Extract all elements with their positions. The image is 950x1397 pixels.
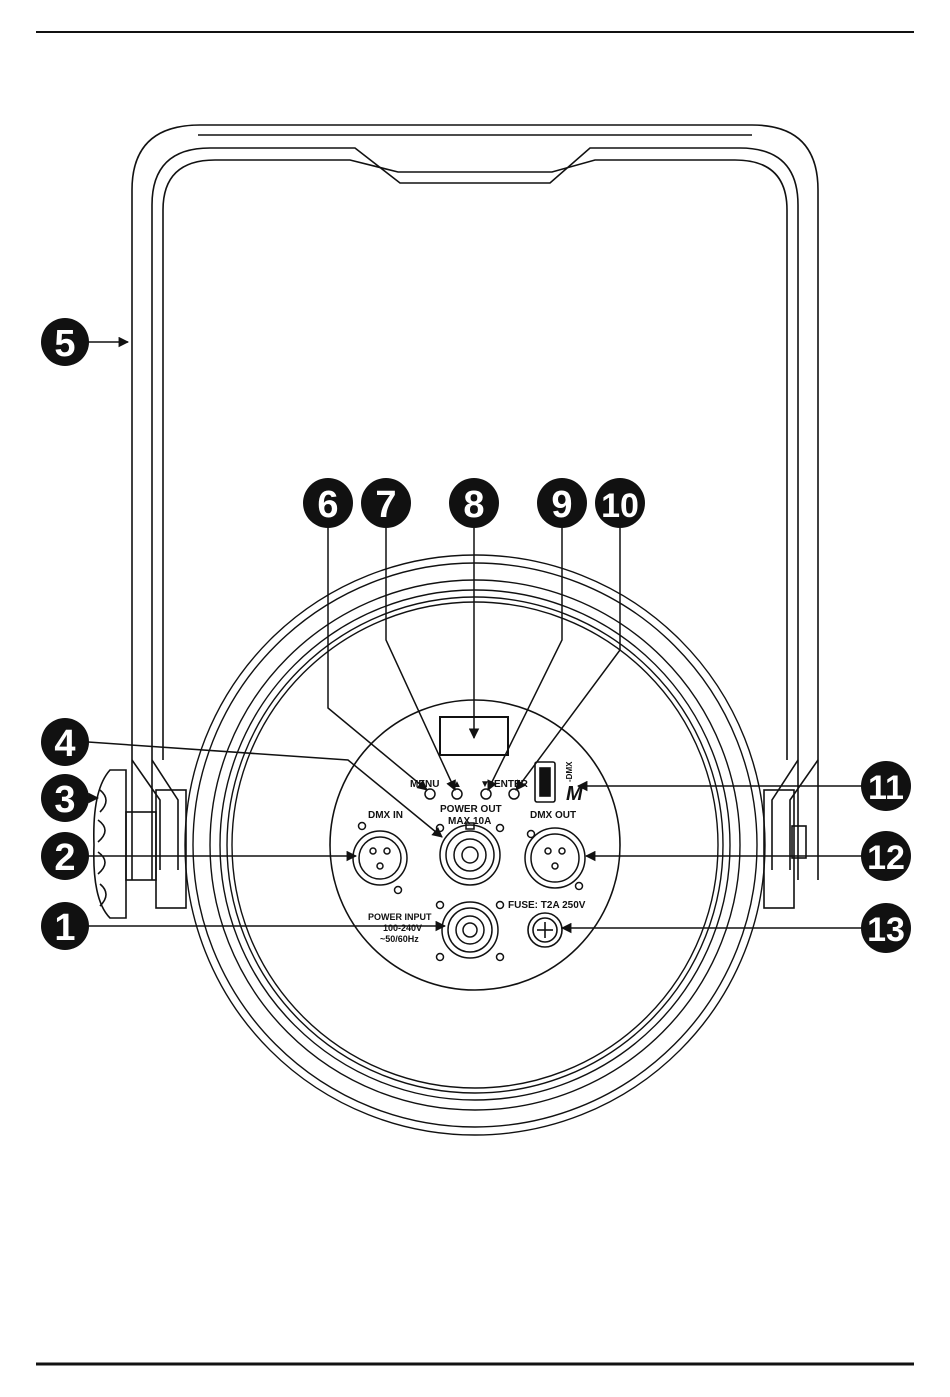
callout-6: 6 [303,478,353,528]
usb-port[interactable] [535,762,555,802]
housing [185,555,765,1135]
fuse-holder[interactable] [528,913,562,947]
callout-13: 13 [861,903,911,953]
label-fuse: FUSE: T2A 250V [508,900,586,911]
locking-knob [94,770,156,918]
callout-12: 12 [861,831,911,881]
dmx-in-connector[interactable] [353,823,407,894]
label-power-input-voltage: 100-240V [383,923,422,933]
svg-text:10: 10 [601,487,639,525]
dmx-out-connector[interactable] [525,828,585,890]
label-power-out-max: MAX 10A [448,816,491,827]
callout-1: 1 [41,902,89,950]
svg-text:13: 13 [867,911,905,949]
svg-text:6: 6 [317,484,338,526]
down-button[interactable] [481,789,491,799]
svg-text:7: 7 [375,484,396,526]
leader-10 [516,528,620,790]
callout-2: 2 [41,832,89,880]
callout-11: 11 [861,761,911,811]
label-dmx-in: DMX IN [368,810,403,821]
callout-10: 10 [595,478,645,528]
callout-badges: 5 4 3 2 1 6 7 8 9 10 11 12 13 [41,318,911,953]
rear-panel [330,700,620,990]
svg-text:2: 2 [54,837,75,879]
callout-7: 7 [361,478,411,528]
svg-text:3: 3 [54,779,75,821]
svg-text:4: 4 [54,723,75,765]
callout-9: 9 [537,478,587,528]
label-power-out: POWER OUT [440,804,502,815]
callout-3: 3 [41,774,89,822]
power-out-connector[interactable] [437,823,504,885]
svg-text:1: 1 [54,907,75,949]
label-power-input-freq: ~50/60Hz [380,934,419,944]
control-buttons [425,789,519,799]
up-button[interactable] [452,789,462,799]
svg-text:11: 11 [868,769,904,807]
leader-6 [328,528,427,790]
svg-text:5: 5 [54,323,75,365]
power-input-connector[interactable] [437,902,504,961]
svg-text:12: 12 [867,839,905,877]
callout-8: 8 [449,478,499,528]
logo-sub: -DMX [565,761,574,782]
callout-4: 4 [41,718,89,766]
enter-button[interactable] [509,789,519,799]
svg-text:8: 8 [463,484,484,526]
leader-7 [386,528,455,790]
leader-4 [88,742,442,837]
label-dmx-out: DMX OUT [530,810,576,821]
label-power-input: POWER INPUT [368,912,432,922]
svg-text:9: 9 [551,484,572,526]
callout-5: 5 [41,318,89,366]
